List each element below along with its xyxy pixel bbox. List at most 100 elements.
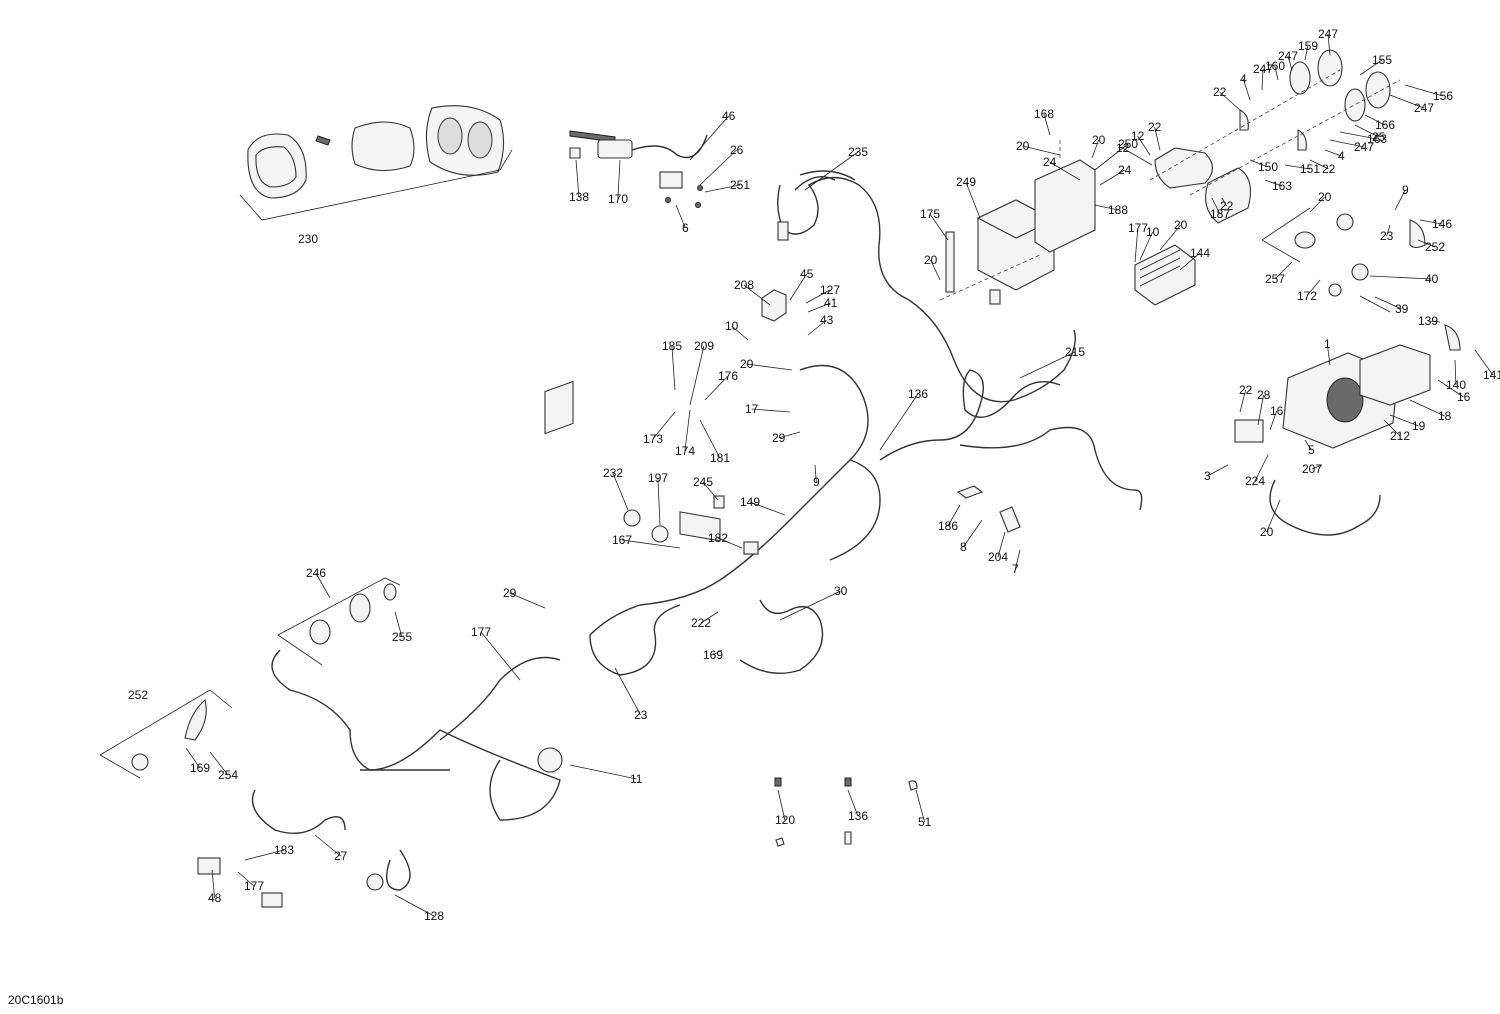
callout-label: 26 — [730, 143, 744, 157]
callout-leader — [1134, 227, 1139, 263]
callout-leader — [1329, 139, 1364, 148]
callout-label: 172 — [1297, 289, 1317, 303]
callout-label: 3 — [1204, 469, 1211, 483]
callout-leader — [1014, 549, 1021, 570]
callout-leader — [847, 789, 859, 817]
callout-leader — [1139, 231, 1153, 261]
callout-label: 24 — [1043, 155, 1057, 169]
callout-label: 4 — [1240, 72, 1247, 86]
callout-label: 30 — [834, 584, 848, 598]
callout-label: 127 — [820, 283, 840, 297]
callout-label: 215 — [1065, 345, 1085, 359]
callout-label: 257 — [1265, 272, 1285, 286]
callout-label: 208 — [734, 278, 754, 292]
callout-leader — [699, 419, 721, 459]
callout-label: 169 — [190, 761, 210, 775]
callout-leader — [749, 501, 786, 516]
callout-label: 252 — [128, 688, 148, 702]
callout-label: 212 — [1390, 429, 1410, 443]
callout-leader — [1386, 224, 1391, 237]
callout-label: 136 — [848, 809, 868, 823]
callout-label: 20 — [740, 357, 754, 371]
callout-label: 20 — [1318, 190, 1332, 204]
callout-leader — [804, 151, 859, 191]
callout-leader — [1304, 439, 1312, 451]
callout-leader — [1239, 389, 1246, 413]
callout-label: 232 — [603, 466, 623, 480]
callout-leader — [1221, 197, 1227, 207]
callout-label: 207 — [1302, 462, 1322, 476]
callout-leader — [930, 259, 941, 281]
callout-label: 20 — [924, 253, 938, 267]
callout-leader — [1369, 275, 1432, 280]
callout-leader — [211, 869, 215, 899]
callout-label: 197 — [648, 471, 668, 485]
callout-leader — [699, 149, 737, 186]
callout-leader — [614, 667, 641, 716]
callout-leader — [1249, 159, 1269, 168]
callout-label: 10 — [1146, 225, 1160, 239]
callout-label: 177 — [471, 625, 491, 639]
callout-label: 246 — [306, 566, 326, 580]
callout-leader — [1359, 59, 1383, 76]
callout-label: 151 — [1300, 162, 1320, 176]
callout-label: 169 — [703, 648, 723, 662]
callout-leader — [1099, 169, 1125, 186]
callout-leader — [209, 751, 229, 776]
callout-label: 11 — [630, 772, 643, 786]
switch-177-right — [1261, 207, 1426, 313]
callout-label: 5 — [1308, 443, 1315, 457]
instrument-cluster-assembly — [239, 105, 513, 221]
callout-label: 235 — [848, 145, 868, 159]
callout-label: 6 — [682, 221, 689, 235]
callout-label: 163 — [1367, 132, 1387, 146]
callout-leader — [671, 345, 676, 391]
callout-label: 141 — [1483, 368, 1500, 382]
callout-leader — [1274, 261, 1293, 280]
callout-leader — [1122, 147, 1153, 166]
callout-leader — [1404, 84, 1444, 97]
callout-leader — [1022, 145, 1061, 156]
callout-label: 27 — [334, 849, 348, 863]
motor-exploded-parts — [1149, 49, 1401, 224]
callout-label: 156 — [1433, 89, 1453, 103]
callout-label: 167 — [612, 533, 632, 547]
callout-label: 46 — [722, 109, 736, 123]
callout-label: 155 — [1372, 53, 1392, 67]
callout-leader — [244, 849, 284, 861]
callout-leader — [185, 747, 201, 769]
callout-leader — [314, 834, 341, 857]
callout-label: 176 — [718, 369, 738, 383]
callout-label: 17 — [745, 402, 759, 416]
callout-label: 182 — [708, 531, 728, 545]
callout-leader — [480, 631, 521, 681]
callout-label: 255 — [392, 630, 412, 644]
callout-leader — [1354, 124, 1379, 138]
callout-leader — [879, 393, 919, 451]
callout-leader — [1427, 320, 1441, 323]
callout-label: 251 — [730, 178, 750, 192]
callout-leader — [929, 213, 949, 241]
callout-label: 150 — [1258, 160, 1278, 174]
callout-leader — [1159, 224, 1181, 251]
callout-label: 245 — [693, 475, 713, 489]
callout-leader — [746, 363, 793, 371]
callout-leader — [1257, 394, 1264, 426]
callout-label: 22 — [1220, 199, 1234, 213]
lights — [99, 577, 563, 908]
callout-label: 173 — [643, 432, 663, 446]
callout-leader — [1309, 196, 1325, 213]
callout-leader — [1219, 91, 1241, 111]
callout-label: 43 — [820, 313, 834, 327]
callout-label: 39 — [1395, 302, 1409, 316]
callout-leader — [777, 789, 786, 821]
callout-label: 177 — [1128, 221, 1148, 235]
callout-label: 24 — [1118, 163, 1132, 177]
callout-label: 9 — [1402, 183, 1409, 197]
callout-leader — [1409, 399, 1445, 417]
callout-leader — [1394, 189, 1406, 211]
callout-label: 51 — [918, 815, 932, 829]
callout-leader — [1474, 349, 1494, 376]
callout-leader — [684, 409, 691, 452]
